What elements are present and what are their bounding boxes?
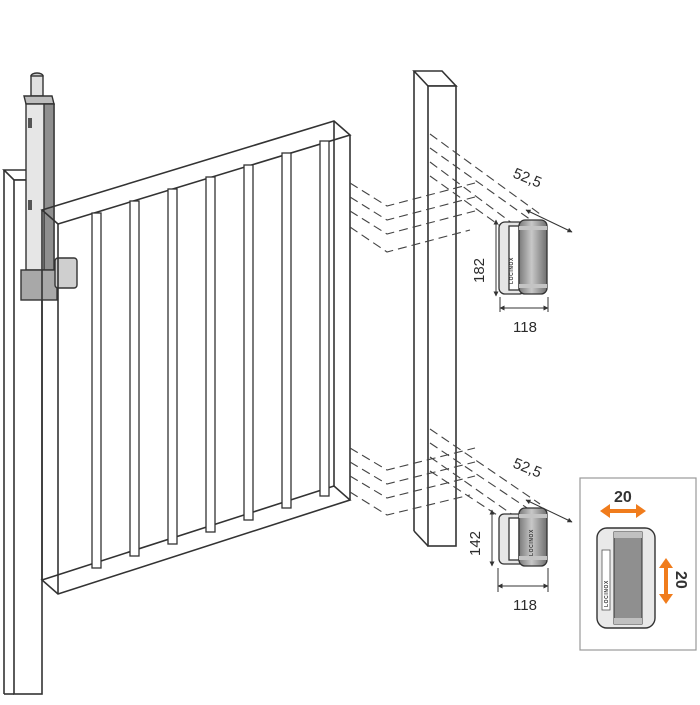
gate-frame — [40, 120, 352, 595]
top-dimension-lines — [493, 209, 573, 312]
horizontal-adjust-label: 20 — [614, 489, 632, 506]
top-height-label: 182 — [471, 258, 488, 283]
gate-closer — [20, 72, 78, 301]
horizontal-adjust-arrow-icon — [600, 504, 646, 518]
bottom-width-label: 118 — [513, 597, 537, 614]
bottom-hinge-brand: LOCINOX — [529, 529, 535, 556]
bottom-hinge — [498, 507, 548, 567]
top-hinge-brand: LOCINOX — [509, 257, 515, 284]
inset-brand: LOCINOX — [604, 580, 610, 607]
bottom-height-label: 142 — [467, 531, 484, 556]
bottom-dimension-lines — [489, 499, 573, 592]
bottom-depth-label: 52,5 — [511, 455, 544, 482]
top-width-label: 118 — [513, 319, 537, 336]
vertical-adjust-label: 20 — [672, 571, 689, 589]
top-depth-label: 52,5 — [511, 165, 544, 192]
top-hinge — [498, 219, 548, 295]
vertical-adjust-arrow-icon — [659, 558, 673, 604]
right-post — [412, 70, 458, 547]
adjustment-inset — [579, 477, 697, 651]
gate-bars — [91, 140, 330, 569]
